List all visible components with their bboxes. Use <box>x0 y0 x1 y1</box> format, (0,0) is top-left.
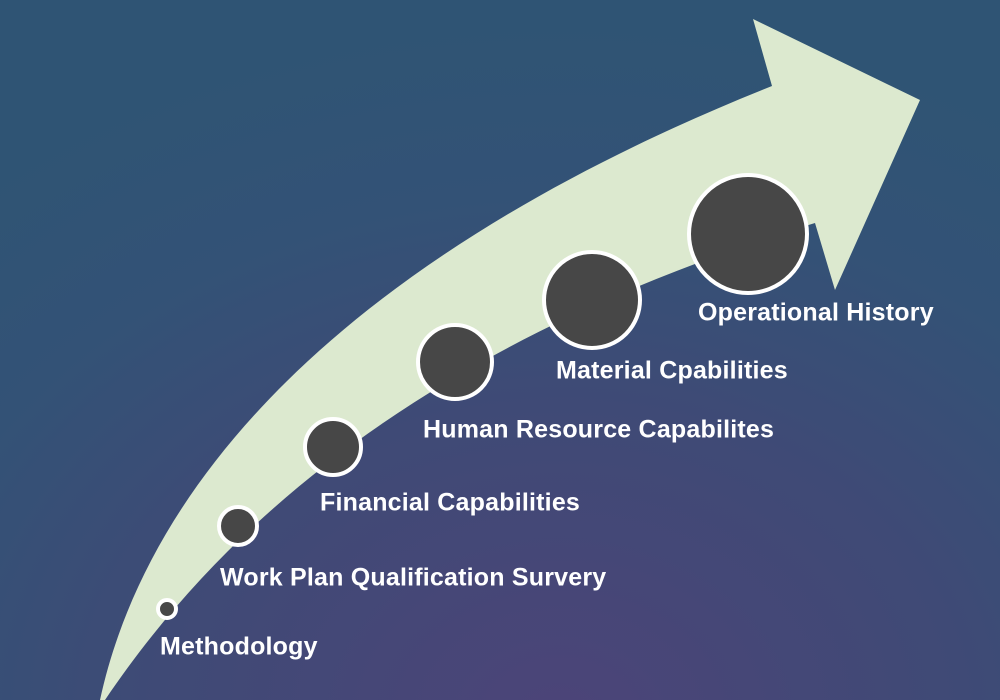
step-circle-human-resource <box>416 323 494 401</box>
step-circle-work-plan <box>217 505 259 547</box>
step-label-work-plan: Work Plan Qualification Survery <box>220 563 607 592</box>
step-circle-operational <box>687 173 809 295</box>
curved-arrow <box>100 19 920 700</box>
step-circle-methodology <box>156 598 178 620</box>
step-circle-financial <box>303 417 363 477</box>
step-label-material: Material Cpabilities <box>556 356 788 385</box>
step-label-financial: Financial Capabilities <box>320 488 581 517</box>
step-label-human-resource: Human Resource Capabilites <box>423 415 775 444</box>
step-label-methodology: Methodology <box>160 632 318 661</box>
step-label-operational: Operational History <box>698 298 934 327</box>
step-circle-material <box>542 250 642 350</box>
